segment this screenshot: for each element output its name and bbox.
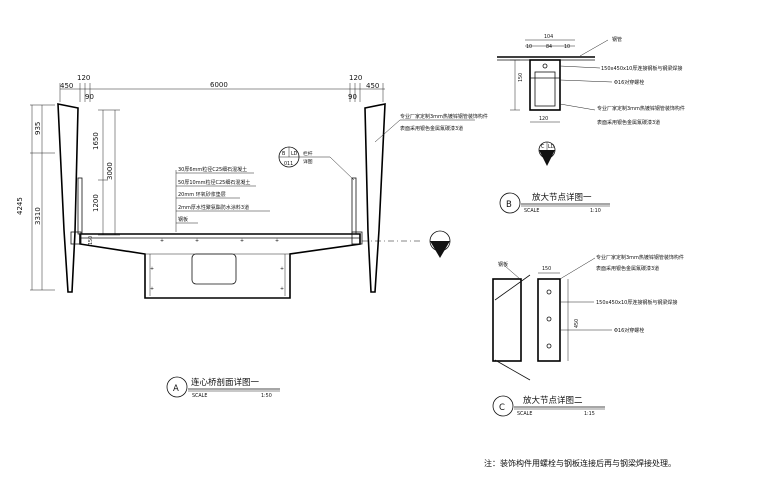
detailc-label-steel: 钢板 — [498, 261, 508, 268]
detailb-tag-a: C — [541, 144, 545, 150]
railing-tag-a: B — [282, 151, 285, 157]
detailc-label-custom: 专业厂家定制3mm热镀锌钢管装饰构件 — [596, 254, 684, 261]
detailb-tag-b: LD — [548, 144, 555, 150]
svg-text:+: + — [150, 266, 154, 272]
detail-c-letter: C — [499, 403, 505, 413]
dim-left-3310: 3310 — [34, 207, 42, 225]
layer-2: 50厚10mm粒径C25细石混凝土 — [178, 179, 250, 186]
detail-c-scale: 1:15 — [584, 411, 595, 417]
layer-3: 20mm 环氧砂浆垫层 — [178, 191, 226, 198]
detailc-dim-450: 450 — [574, 319, 580, 328]
railing-label2: 详图 — [303, 158, 313, 165]
detailc-label-plate: 150x450x10厚连接钢板与钢梁焊接 — [596, 299, 677, 306]
detailb-dim-84: 84 — [546, 44, 552, 50]
dim-left-4245: 4245 — [16, 197, 24, 215]
svg-text:+: + — [240, 238, 244, 244]
svg-text:+: + — [160, 238, 164, 244]
detailb-label-paint: 表面采用银色金属氟碳漆3道 — [597, 119, 660, 126]
detailb-dim-150: 150 — [518, 73, 524, 82]
railing-tag-c: 011 — [284, 161, 293, 167]
dim-top-120-left: 120 — [77, 74, 90, 82]
dim-top-6000: 6000 — [210, 81, 228, 89]
dim-top-450-left: 450 — [60, 82, 73, 90]
layer-1: 30厚6mm粒径C25细石混凝土 — [178, 166, 247, 173]
section-a-name: 连心桥剖面详图一 — [191, 377, 260, 388]
dim-top-90-right: 90 — [348, 93, 357, 101]
dim-mid-1650: 1650 — [92, 132, 100, 150]
railing-label1: 栏杆 — [303, 150, 313, 157]
detail-c: 150 450 钢板 专业厂家定制3mm热镀锌钢管装饰构件 表面采用银色金属氟碳… — [492, 254, 684, 417]
footnote: 注：装饰构件用螺栓与钢板连接后再与钢梁焊接处理。 — [484, 458, 676, 468]
section-a-letter: A — [173, 384, 179, 394]
section-callout-note2: 表面采用银色金属氟碳漆3道 — [400, 125, 463, 132]
detailb-dim-120: 120 — [539, 116, 548, 122]
detail-c-scale-label: SCALE — [517, 411, 532, 417]
dim-top-120-right: 120 — [349, 74, 362, 82]
detail-b-letter: B — [506, 200, 512, 210]
detail-b: 104 10 84 10 150 120 钢管 150x450x10厚连接钢板与… — [497, 34, 685, 214]
svg-text:+: + — [275, 238, 279, 244]
section-callout-note: 专业厂家定制3mm热镀锌钢管装饰构件 — [400, 113, 488, 120]
detail-c-title: C 放大节点详图二 SCALE 1:15 — [492, 395, 605, 417]
detail-b-scale: 1:10 — [590, 208, 601, 214]
layer-5: 钢板 — [178, 216, 188, 223]
detailb-dim-10b: 10 — [564, 44, 570, 50]
railing-tag-b: LD — [291, 151, 298, 157]
detailb-tag-c[interactable]: C LD — [538, 141, 556, 166]
dim-mid-3000: 3000 — [106, 162, 114, 180]
section-a-scale-label: SCALE — [192, 393, 207, 399]
detail-b-title: B 放大节点详图一 SCALE 1:10 — [499, 192, 610, 214]
svg-text:+: + — [280, 286, 284, 292]
dim-150: 150 — [88, 236, 94, 245]
dim-mid-1200: 1200 — [92, 194, 100, 212]
detailb-label-custom: 专业厂家定制3mm热镀锌钢管装饰构件 — [597, 105, 685, 112]
detailb-label-plate: 150x450x10厚连接钢板与钢梁焊接 — [601, 65, 682, 72]
dim-left-935: 935 — [34, 122, 42, 135]
detailb-label-steel: 钢管 — [612, 36, 622, 43]
dim-top-450-right: 450 — [366, 82, 379, 90]
layer-4: 2mm厚水性聚氨酯防水涂料3道 — [178, 204, 249, 211]
detail-c-name: 放大节点详图二 — [523, 395, 583, 406]
detail-b-name: 放大节点详图一 — [532, 192, 592, 203]
svg-text:+: + — [195, 238, 199, 244]
svg-text:+: + — [150, 286, 154, 292]
section-a-title: A 连心桥剖面详图一 SCALE 1:50 — [166, 376, 280, 399]
detailc-dim-150: 150 — [542, 266, 551, 272]
detailb-dim-104: 104 — [544, 34, 553, 40]
dim-top-90-left: 90 — [85, 93, 94, 101]
detail-b-scale-label: SCALE — [524, 208, 539, 214]
detailc-label-bolt: Φ16对穿螺栓 — [614, 327, 644, 334]
section-a-scale: 1:50 — [261, 393, 272, 399]
svg-text:+: + — [280, 266, 284, 272]
detailb-label-bolt: Φ16对穿螺栓 — [614, 79, 644, 86]
section-a: 450 90 120 6000 120 90 450 935 4245 3310… — [16, 74, 488, 399]
detailb-dim-10a: 10 — [526, 44, 532, 50]
detailc-label-paint: 表面采用银色金属氟碳漆3道 — [596, 265, 659, 272]
railing-detail-tag[interactable]: B LD 011 栏杆 详图 — [278, 146, 355, 181]
